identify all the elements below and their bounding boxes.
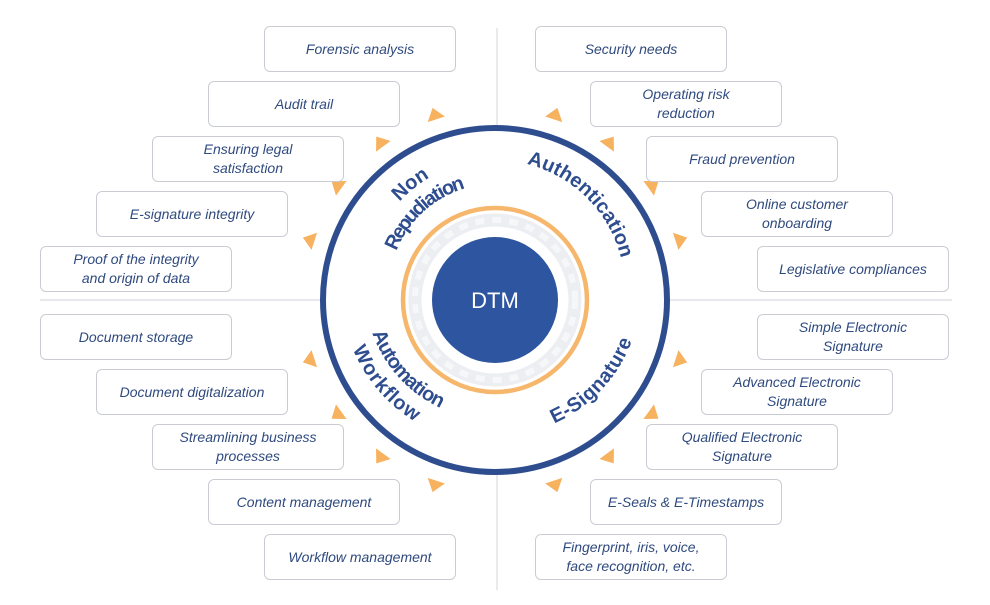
gear-teeth-decoration [412,217,578,383]
box-online-customer-onboarding: Online customer onboarding [701,191,893,237]
arrow-layer [302,107,688,493]
arrowhead-icon [331,404,347,419]
box-qualified-electronic-signature: Qualified Electronic Signature [646,424,838,470]
center-disc [432,237,558,363]
box-e-seals-e-timestamps: E-Seals & E-Timestamps [590,479,782,525]
box-workflow-management: Workflow management [264,534,456,580]
box-advanced-electronic-signature: Advanced Electronic Signature [701,369,893,415]
box-content-management: Content management [208,479,400,525]
box-streamlining-business-processes: Streamlining business processes [152,424,344,470]
arrowhead-icon [376,448,391,464]
box-security-needs: Security needs [535,26,727,72]
arrowhead-icon [302,232,318,250]
arrowhead-icon [545,107,563,123]
arrowhead-icon [427,107,445,123]
box-document-storage: Document storage [40,314,232,360]
arrowhead-icon [672,232,688,250]
box-ensuring-legal-satisfaction: Ensuring legal satisfaction [152,136,344,182]
box-proof-of-integrity: Proof of the integrity and origin of dat… [40,246,232,292]
box-biometric-recognition: Fingerprint, iris, voice, face recogniti… [535,534,727,580]
arrowhead-icon [643,181,659,196]
box-fraud-prevention: Fraud prevention [646,136,838,182]
box-forensic-analysis: Forensic analysis [264,26,456,72]
arrowhead-icon [599,136,614,152]
box-audit-trail: Audit trail [208,81,400,127]
box-simple-electronic-signature: Simple Electronic Signature [757,314,949,360]
center-label: DTM [471,288,519,313]
arrowhead-icon [545,477,563,493]
arrowhead-icon [643,404,659,419]
arrowhead-icon [331,181,347,196]
arrowhead-icon [302,350,318,368]
box-legislative-compliances: Legislative compliances [757,246,949,292]
box-operating-risk-reduction: Operating risk reduction [590,81,782,127]
arrowhead-icon [376,136,391,152]
arrowhead-icon [427,477,445,493]
arrowhead-icon [672,350,688,368]
box-document-digitalization: Document digitalization [96,369,288,415]
box-e-signature-integrity: E-signature integrity [96,191,288,237]
arrowhead-icon [599,448,614,464]
